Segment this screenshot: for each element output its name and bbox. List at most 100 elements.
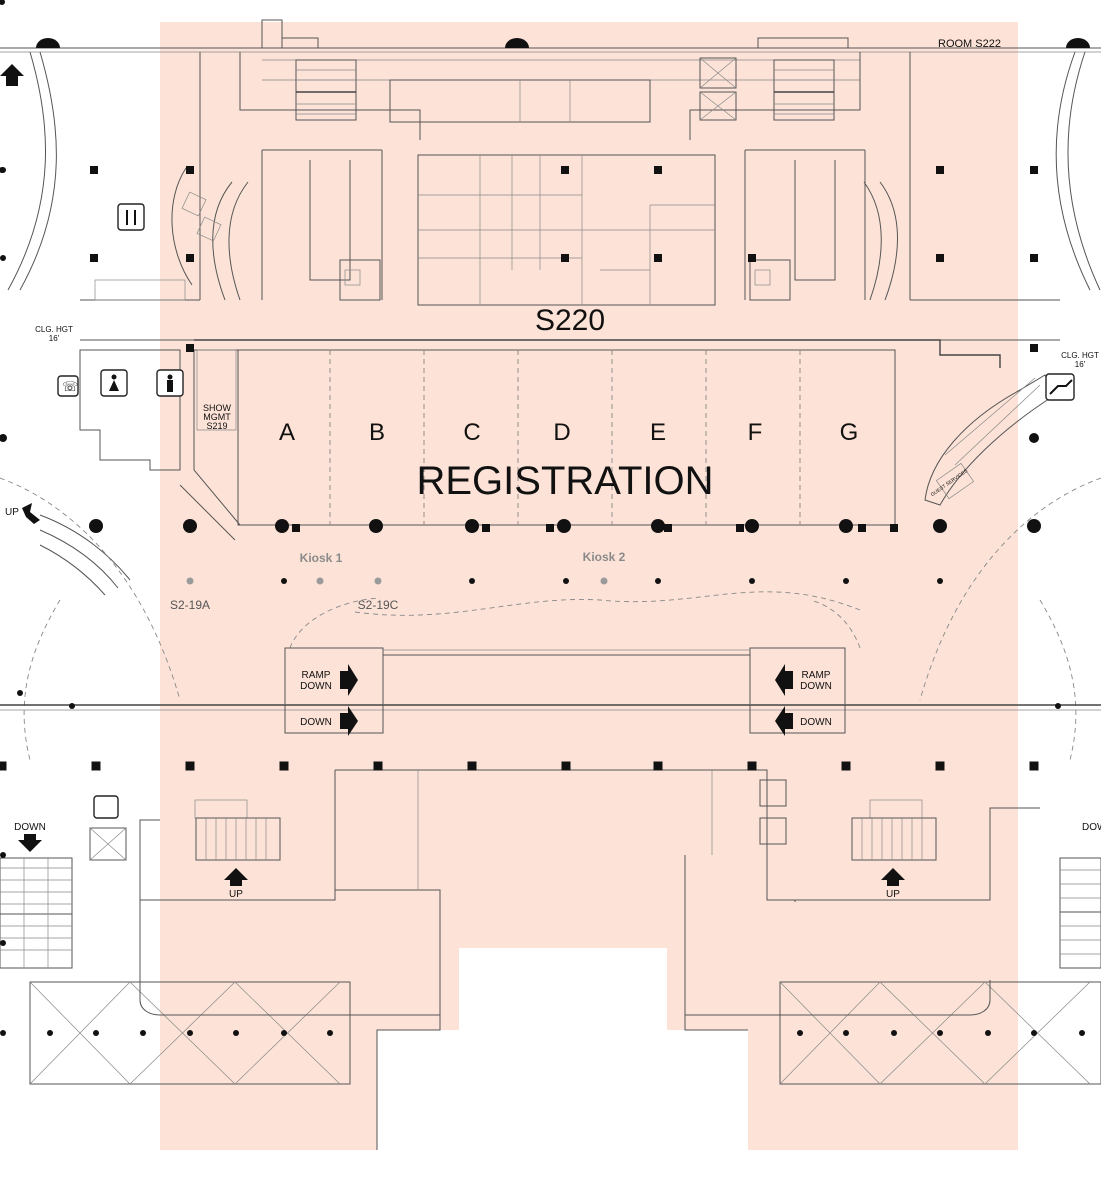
- kiosk-marker: [374, 577, 382, 585]
- column-dot: [843, 1030, 849, 1036]
- column-square: [1030, 254, 1038, 262]
- booth-d: D: [553, 419, 570, 446]
- column-square: [841, 761, 851, 771]
- column-dot: [0, 0, 5, 5]
- column-dot: [1055, 703, 1061, 709]
- ramp-down-right-line1: RAMP: [802, 670, 831, 681]
- stairs-far-right: [1059, 857, 1101, 969]
- registration-label: REGISTRATION: [416, 459, 713, 503]
- down-far-left-label: DOWN: [14, 822, 46, 833]
- column-square: [186, 344, 194, 352]
- column-square: [1030, 344, 1038, 352]
- svg-text:☏: ☏: [62, 379, 78, 394]
- top-right-stairs: [773, 59, 835, 121]
- column-square: [664, 524, 672, 532]
- booth-f: F: [748, 419, 763, 446]
- arrow-left-ramp-right-icon: [775, 664, 793, 696]
- column-square: [1030, 166, 1038, 174]
- column-square: [292, 524, 300, 532]
- column-dot: [89, 519, 103, 533]
- down-left-label: DOWN: [300, 717, 332, 728]
- columns: [0, 0, 1085, 1036]
- clg-hgt-left-line2: 16': [49, 334, 60, 343]
- column-dot: [749, 578, 755, 584]
- column-dot: [369, 519, 383, 533]
- clg-hgt-right-line1: CLG. HGT: [1061, 351, 1099, 360]
- restaurant-icon: [117, 203, 145, 231]
- kiosk-1-label: Kiosk 1: [300, 551, 343, 565]
- column-square: [561, 166, 569, 174]
- top-left-stairs: [295, 59, 357, 121]
- arrow-up-right-stair-icon: [881, 868, 905, 886]
- column-square: [90, 166, 98, 174]
- phone-icon: ☏: [57, 375, 79, 397]
- column-dot: [93, 1030, 99, 1036]
- escalator-up-icon: [1045, 373, 1075, 401]
- column-square: [0, 761, 7, 771]
- kiosk-marker: [600, 577, 608, 585]
- column-dot: [933, 519, 947, 533]
- clg-hgt-left-line1: CLG. HGT: [35, 325, 73, 334]
- arrow-up-top-left-icon: [0, 64, 24, 86]
- dashed-curves: [0, 477, 1101, 761]
- column-dot: [187, 1030, 193, 1036]
- kiosk-marker: [186, 577, 194, 585]
- column-square: [186, 254, 194, 262]
- booth-a: A: [279, 419, 295, 446]
- column-square: [748, 254, 756, 262]
- column-dot: [1031, 1030, 1037, 1036]
- down-right-label: DOWN: [800, 717, 832, 728]
- booth-g: G: [840, 419, 859, 446]
- column-dot: [937, 578, 943, 584]
- column-dot: [557, 519, 571, 533]
- column-square: [90, 254, 98, 262]
- stairs-lower-left: [195, 817, 281, 861]
- room-label: ROOM S222: [938, 38, 1001, 50]
- column-dot: [281, 1030, 287, 1036]
- column-square: [561, 761, 571, 771]
- column-square: [373, 761, 383, 771]
- column-dot: [1029, 433, 1039, 443]
- direction-arrows: [0, 64, 905, 886]
- column-square: [546, 524, 554, 532]
- kiosk-2-label: Kiosk 2: [583, 550, 626, 564]
- column-dot: [985, 1030, 991, 1036]
- arrow-down-far-left-icon: [18, 834, 42, 852]
- column-square: [654, 254, 662, 262]
- ramp-down-right-line2: DOWN: [800, 681, 832, 692]
- arrow-right-down-left-icon: [340, 706, 358, 736]
- column-dot: [1079, 1030, 1085, 1036]
- elevator-icon: [93, 795, 119, 819]
- column-dot: [655, 578, 661, 584]
- arrow-escalator-up-left-icon: [22, 503, 40, 524]
- column-square: [654, 166, 662, 174]
- column-dot: [0, 255, 6, 261]
- column-square: [747, 761, 757, 771]
- booth-b: B: [369, 419, 385, 446]
- column-dot: [745, 519, 759, 533]
- column-dot: [937, 1030, 943, 1036]
- up-left-stair-label: UP: [229, 889, 243, 900]
- hall-name: S220: [535, 304, 605, 337]
- arrow-right-ramp-left-icon: [340, 664, 358, 696]
- ramp-down-left-line1: RAMP: [302, 670, 331, 681]
- column-dot: [69, 703, 75, 709]
- booth-c: C: [463, 419, 480, 446]
- show-mgmt-line1: SHOW: [203, 403, 232, 413]
- column-square: [736, 524, 744, 532]
- column-dot: [839, 519, 853, 533]
- show-mgmt-line2: MGMT: [203, 412, 231, 422]
- column-dot: [183, 519, 197, 533]
- column-dot: [281, 578, 287, 584]
- up-escalator-left-label: UP: [5, 507, 19, 518]
- booth-e: E: [650, 419, 666, 446]
- column-dot: [651, 519, 665, 533]
- clg-hgt-right-line2: 16': [1075, 360, 1086, 369]
- service-rooms: [94, 149, 898, 306]
- column-square: [858, 524, 866, 532]
- ramp-down-left-line2: DOWN: [300, 681, 332, 692]
- arrow-up-left-stair-icon: [224, 868, 248, 886]
- column-dot: [843, 578, 849, 584]
- column-square: [561, 254, 569, 262]
